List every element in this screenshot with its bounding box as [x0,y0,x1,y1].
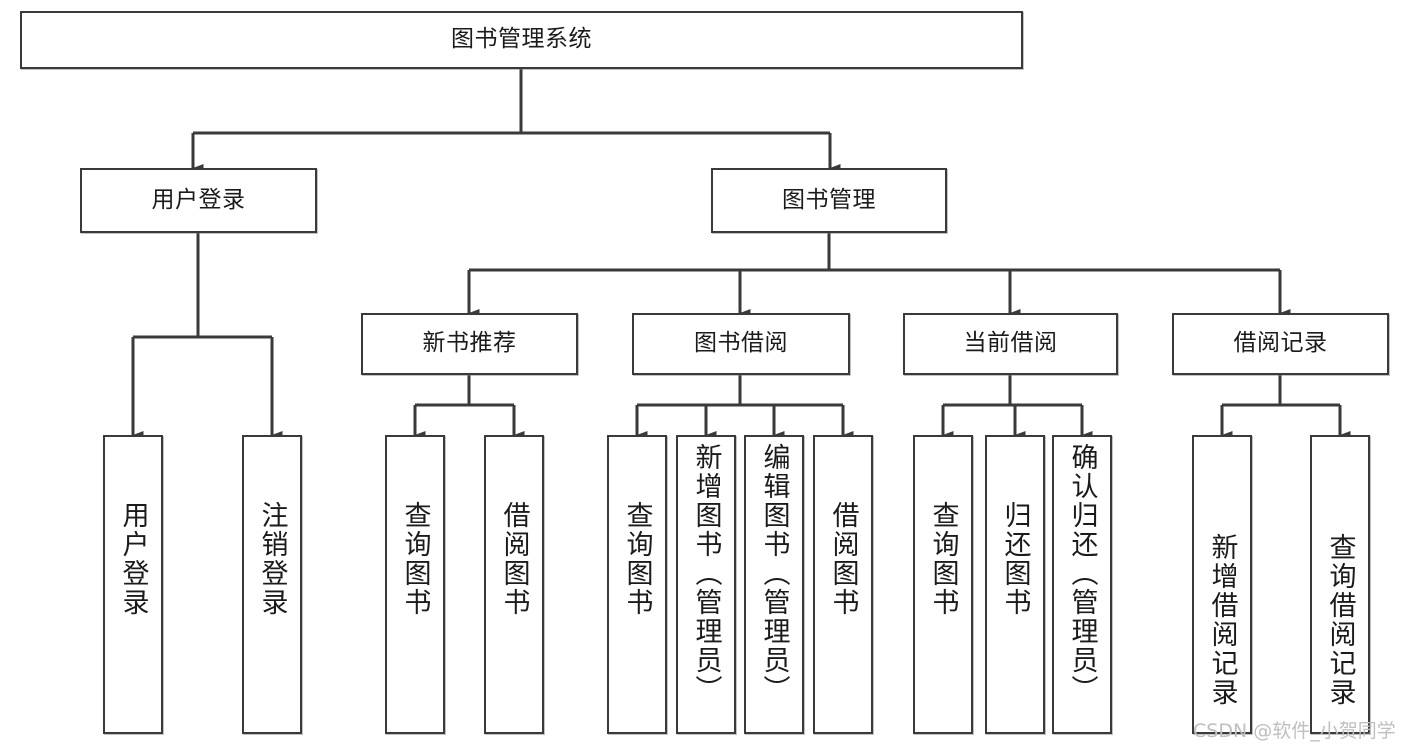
node-book-borrow-label: 图书借阅 [694,330,788,357]
leaf-add-borrow-record[interactable]: 新增借阅记录 [1192,435,1252,734]
node-user-login-label: 用户登录 [151,186,246,213]
node-new-book-recommend-label: 新书推荐 [422,330,517,357]
node-user-login[interactable]: 用户登录 [80,168,317,233]
node-book-borrow[interactable]: 图书借阅 [632,313,850,375]
leaf-return-book-label: 归还图书 [999,501,1031,617]
node-current-borrow-label: 当前借阅 [963,330,1058,357]
leaf-borrow-book-label: 借阅图书 [827,501,859,617]
leaf-confirm-return-admin[interactable]: 确认归还（管理员） [1052,435,1112,734]
node-new-book-recommend[interactable]: 新书推荐 [361,313,578,375]
leaf-return-book[interactable]: 归还图书 [985,435,1045,734]
leaf-query-book-borrow-label: 查询图书 [621,501,653,617]
leaf-borrow-book-recommend[interactable]: 借阅图书 [484,435,544,734]
node-root-label: 图书管理系统 [451,26,592,53]
leaf-query-borrow-record-label: 查询借阅记录 [1324,533,1356,707]
node-book-management-label: 图书管理 [782,186,876,213]
node-root[interactable]: 图书管理系统 [20,11,1023,69]
leaf-confirm-return-admin-label: 确认归还（管理员） [1066,443,1098,704]
leaf-query-book-current-label: 查询图书 [927,501,959,617]
leaf-add-book-admin[interactable]: 新增图书（管理员） [676,435,736,734]
leaf-user-logout-label: 注销登录 [256,501,288,617]
watermark-text: CSDN @软件_小贺同学 [1193,720,1396,742]
node-borrow-record-label: 借阅记录 [1233,330,1328,357]
leaf-query-book-recommend[interactable]: 查询图书 [385,435,445,734]
leaf-query-borrow-record[interactable]: 查询借阅记录 [1310,435,1370,734]
leaf-add-borrow-record-label: 新增借阅记录 [1206,533,1238,707]
leaf-user-login[interactable]: 用户登录 [103,435,163,734]
leaf-query-book-borrow[interactable]: 查询图书 [607,435,667,734]
leaf-edit-book-admin-label: 编辑图书（管理员） [758,443,790,704]
leaf-borrow-book-recommend-label: 借阅图书 [498,501,530,617]
leaf-add-book-admin-label: 新增图书（管理员） [690,443,722,704]
leaf-query-book-recommend-label: 查询图书 [399,501,431,617]
node-borrow-record[interactable]: 借阅记录 [1172,313,1389,375]
node-current-borrow[interactable]: 当前借阅 [903,313,1118,375]
leaf-edit-book-admin[interactable]: 编辑图书（管理员） [744,435,804,734]
node-book-management[interactable]: 图书管理 [711,168,947,233]
leaf-query-book-current[interactable]: 查询图书 [913,435,973,734]
leaf-user-login-label: 用户登录 [117,501,149,617]
leaf-borrow-book[interactable]: 借阅图书 [813,435,873,734]
leaf-user-logout[interactable]: 注销登录 [242,435,302,734]
